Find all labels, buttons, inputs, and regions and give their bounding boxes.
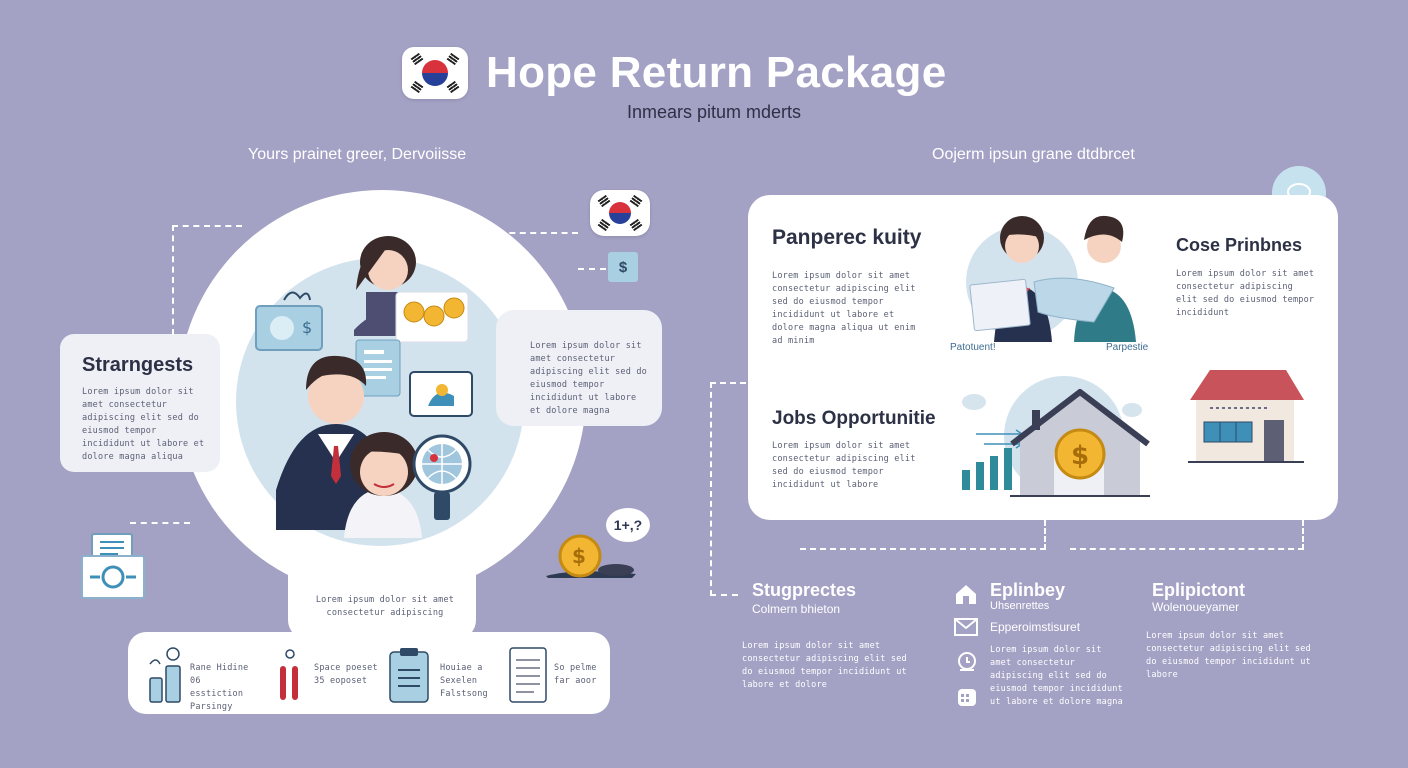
col2-line2: Epperoimstisuret (990, 620, 1081, 634)
connector-line (130, 522, 190, 524)
connector-line (578, 268, 606, 270)
bottom-item-4-text: So pelme far aoor (554, 663, 597, 686)
col2-text: Lorem ipsum dolor sit amet consectetur a… (990, 645, 1123, 707)
info-bubble-text: Lorem ipsum dolor sit amet consectetur a… (530, 341, 647, 416)
page-subtitle: Inmears pitum mderts (626, 102, 802, 122)
woman-front-figure (344, 432, 422, 538)
strengths-title: Strarngests (82, 354, 194, 376)
home-icon (956, 585, 976, 604)
col3-text: Lorem ipsum dolor sit amet consectetur a… (1146, 631, 1311, 680)
svg-text:$: $ (572, 544, 586, 568)
circle-stand (288, 560, 476, 640)
bottles-icon (149, 647, 181, 703)
panel-text-3: Lorem ipsum dolor sit amet consectetur a… (1176, 269, 1315, 318)
woman-figure (354, 236, 422, 336)
connector-line (478, 232, 578, 234)
bottom-item-2-text: Space poeset 35 eoposet (314, 663, 378, 686)
clock-icon (958, 652, 976, 671)
circle-caption: Lorem ipsum dolor sit amet consectetur a… (315, 595, 455, 618)
connector-line (800, 520, 1046, 550)
calendar-icon (958, 689, 976, 706)
question-text: 1+,? (613, 517, 643, 533)
strengths-card (60, 334, 220, 472)
bottom-item-1-text: Rane Hidine 06 esstiction Parsingy (190, 663, 249, 712)
clipboard-icon (389, 648, 429, 703)
dollar-tag-icon: $ (608, 252, 638, 282)
col2-title: Eplinbey (990, 580, 1066, 600)
connector-line (710, 382, 746, 596)
coin-wallet-icon: $ (546, 534, 636, 578)
right-heading: Oojerm ipsun grane dtdbrcet (932, 146, 1135, 163)
label-left: Patotuent! (950, 342, 996, 353)
col3-subtitle: Wolenoueyamer (1152, 600, 1240, 614)
monitor-icon (409, 371, 473, 417)
col2-subtitle: Uhsenrettes (990, 600, 1050, 612)
korea-flag-icon (402, 47, 468, 99)
svg-text:$: $ (302, 318, 312, 337)
strengths-text: Lorem ipsum dolor sit amet consectetur a… (82, 387, 205, 462)
col3-title: Eplipictont (1152, 580, 1245, 600)
house-dollar-illustration: $ (962, 376, 1150, 497)
korea-flag-bubble-icon (590, 190, 650, 236)
mail-icon (954, 618, 978, 636)
col1-subtitle: Colmern bhieton (752, 602, 841, 616)
connector-line (1070, 520, 1304, 550)
coins-card (395, 291, 469, 343)
panel-title-3: Cose Prinbnes (1176, 235, 1303, 255)
utensils-icon (280, 649, 298, 700)
info-bubble (496, 310, 662, 426)
document-exchange-icon (81, 533, 145, 599)
panel-text-2: Lorem ipsum dolor sit amet consectetur a… (772, 441, 916, 490)
col1-text: Lorem ipsum dolor sit amet consectetur a… (742, 641, 907, 690)
col1-title: Stugprectes (752, 580, 857, 600)
connector-line (710, 594, 738, 596)
two-professionals-illustration (966, 215, 1136, 342)
hero-illustration: $ (255, 236, 473, 538)
page-title: Hope Return Package (486, 48, 947, 97)
checklist-icon (509, 647, 547, 703)
document-icon (355, 339, 401, 397)
panel-title-1: Panperec kuity (772, 226, 922, 249)
svg-text:$: $ (1071, 441, 1089, 471)
cash-icon: $ (255, 291, 323, 351)
left-heading: Yours prainet greer, Dervoiisse (248, 146, 467, 163)
panel-title-2: Jobs Opportunitie (772, 408, 936, 429)
panel-text-1: Lorem ipsum dolor sit amet consectetur a… (772, 271, 916, 346)
globe-magnifier-icon (412, 434, 472, 520)
connector-line (172, 225, 242, 335)
building-illustration (1188, 370, 1304, 463)
question-bubble: 1+,? (606, 508, 650, 542)
label-right: Parpestie (1106, 342, 1149, 353)
bottom-item-3-text: Houiae a Sexelen Falstsong (440, 663, 488, 699)
